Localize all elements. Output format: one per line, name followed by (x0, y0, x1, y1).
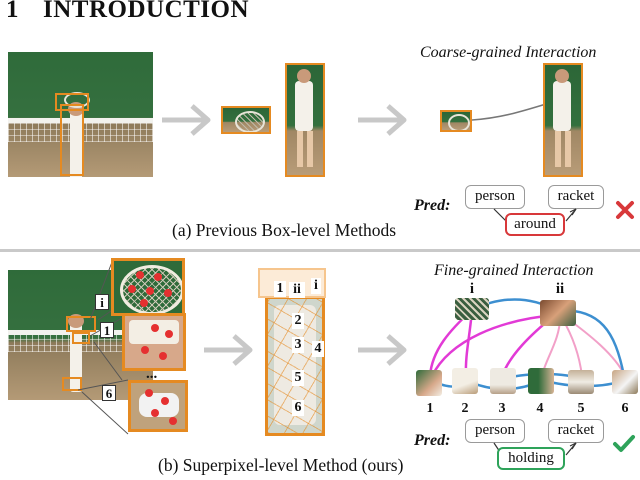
zoom-ellipsis: ... (146, 366, 158, 382)
racket-region-bottom (66, 316, 96, 332)
racket-crop-top (221, 106, 271, 134)
graph-label-i: i (469, 281, 475, 297)
interaction-graph-edges (428, 298, 626, 391)
zoom-tag-i: i (95, 294, 109, 310)
graph-node-4-patch (528, 368, 554, 394)
graph-label-4: 4 (536, 401, 544, 416)
graph-node-1-patch (416, 370, 442, 396)
section-number: 1 (6, 0, 19, 23)
graph-node-ii-patch (540, 300, 576, 326)
tennis-photo-top (8, 52, 153, 177)
coarse-interaction-title: Coarse-grained Interaction (420, 44, 597, 61)
graph-node-3-patch (490, 368, 516, 394)
check-icon (613, 435, 635, 452)
sp-label-4: 4 (312, 341, 324, 357)
sp-label-ii: ii (289, 282, 305, 298)
graph-label-3: 3 (498, 401, 506, 416)
graph-node-i-patch (455, 298, 489, 320)
caption-bottom: (b) Superpixel-level Method (ours) (158, 455, 404, 475)
graph-label-2: 2 (461, 401, 469, 416)
subject-node-bottom: person (465, 419, 525, 443)
caption-top: (a) Previous Box-level Methods (172, 220, 397, 240)
person-crop-right (543, 63, 583, 177)
hand-region-bottom (72, 332, 90, 344)
relation-arrows-top (493, 208, 577, 222)
foot-region-bottom (62, 377, 82, 391)
arrow-top-2 (358, 104, 407, 136)
sp-label-3: 3 (292, 337, 304, 353)
zoom-tag-1: 1 (100, 322, 114, 338)
pred-label-top: Pred: (414, 197, 451, 214)
sp-label-1: 1 (274, 281, 286, 297)
sp-label-5: 5 (292, 370, 304, 386)
graph-label-1: 1 (426, 401, 434, 416)
relation-node-holding: holding (497, 447, 565, 470)
pred-label-bottom: Pred: (414, 432, 451, 449)
section-heading: 1 INTRODUCTION (6, 0, 249, 24)
object-node-top: racket (548, 185, 604, 209)
section-title: INTRODUCTION (43, 0, 250, 23)
zoom-tag-6: 6 (102, 385, 116, 401)
graph-label-ii: ii (555, 281, 565, 297)
graph-node-6-patch (612, 370, 638, 394)
arrow-bottom-2 (358, 334, 407, 366)
relation-node-around: around (505, 213, 565, 236)
racket-box-top (55, 93, 89, 111)
person-crop-top (285, 63, 325, 177)
sp-label-6: 6 (292, 400, 304, 416)
sp-label-i: i (311, 278, 321, 294)
coarse-edge (471, 103, 547, 121)
sp-label-2: 2 (292, 313, 304, 329)
arrow-top-1 (162, 104, 211, 136)
graph-label-6: 6 (621, 401, 629, 416)
zoom-foot (128, 380, 188, 432)
subject-node-top: person (465, 185, 525, 209)
racket-crop-right (440, 110, 472, 132)
arrow-bottom-1 (204, 334, 253, 366)
graph-node-2-patch (452, 368, 478, 394)
graph-label-5: 5 (577, 401, 585, 416)
graph-node-5-patch (568, 370, 594, 394)
person-box-top (60, 104, 84, 176)
zoom-hand (122, 313, 186, 371)
cross-icon (616, 201, 634, 219)
object-node-bottom: racket (548, 419, 604, 443)
panel-divider (0, 249, 640, 252)
fine-interaction-title: Fine-grained Interaction (434, 262, 594, 279)
zoom-racket (111, 258, 185, 316)
